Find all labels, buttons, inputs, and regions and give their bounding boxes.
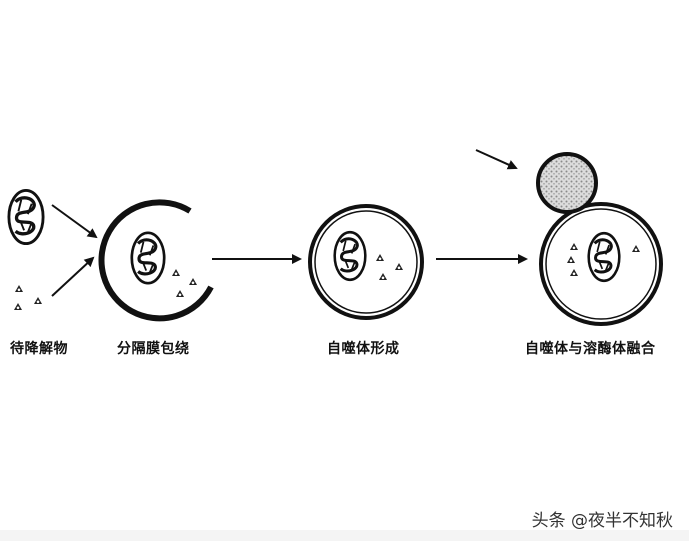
step-label-membrane: 分隔膜包绕	[117, 341, 190, 357]
autophagosome-group	[308, 204, 424, 320]
particle-icon	[172, 269, 180, 276]
mitochondrion-icon	[7, 188, 45, 246]
step-label-substrate: 待降解物	[10, 341, 68, 357]
arrow-mito-to-membrane	[51, 204, 98, 239]
mitochondrion-icon	[130, 231, 166, 285]
arrow-to-lysosome	[475, 149, 518, 170]
bottom-edge	[0, 530, 689, 541]
arrow-particles-to-membrane	[51, 256, 95, 297]
step-label-autophagosome: 自噬体形成	[327, 341, 400, 357]
mitochondrion-icon	[333, 230, 367, 282]
fusion-group	[475, 149, 663, 326]
isolation-membrane	[98, 199, 214, 322]
particle-icon	[176, 290, 184, 297]
lysosome	[536, 152, 598, 214]
step-label-fusion: 自噬体与溶酶体融合	[525, 341, 656, 357]
watermark: 头条 @夜半不知秋	[531, 511, 673, 531]
isolation-membrane-group	[98, 199, 214, 322]
particle-icon	[15, 285, 23, 292]
particle-icon	[34, 297, 42, 304]
substrate-group	[7, 188, 45, 310]
mitochondrion-icon	[587, 231, 621, 283]
particle-icon	[189, 278, 197, 285]
particle-icon	[14, 303, 22, 310]
